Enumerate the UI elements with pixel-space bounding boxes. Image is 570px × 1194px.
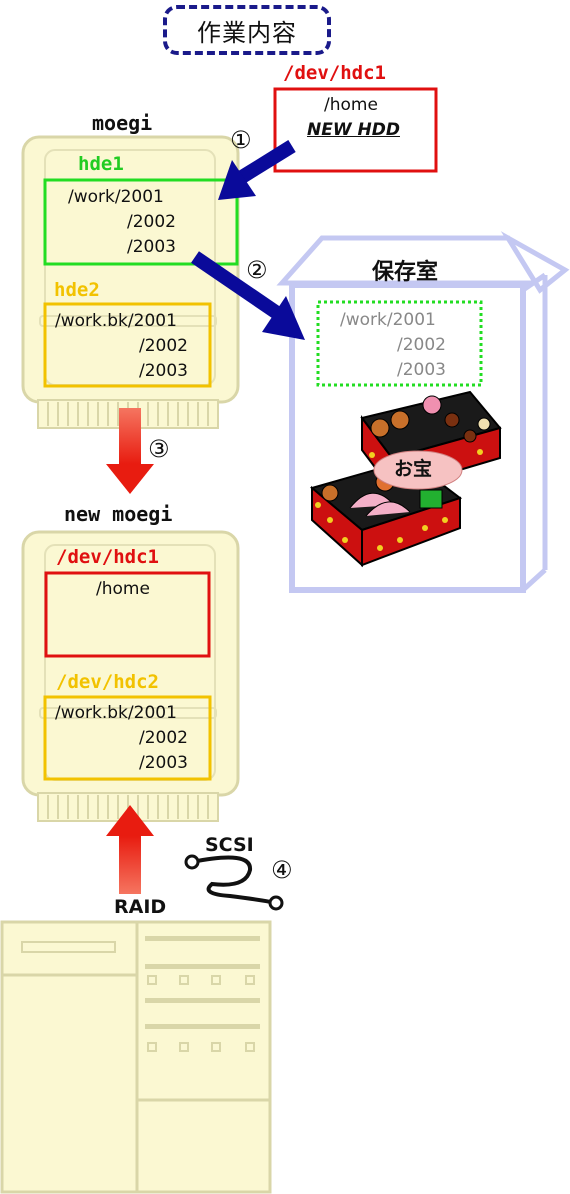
hdc1-box	[44, 571, 211, 658]
step-1-label: ①	[230, 126, 252, 154]
step-2-label: ②	[246, 256, 268, 284]
hde2-line: /work.bk/2001	[55, 311, 177, 331]
step-3-label: ③	[148, 435, 170, 463]
storage-line: /work/2001	[340, 310, 436, 330]
storage-line: /2003	[397, 360, 446, 380]
storage-line: /2002	[397, 335, 446, 355]
hdc2-label: /dev/hdc2	[56, 671, 159, 693]
storage-title: 保存室	[372, 260, 439, 285]
hdc2-line: /2002	[139, 728, 188, 748]
treasure-box-icon	[309, 390, 502, 568]
new-hdd-box	[273, 87, 438, 173]
hdc2-line: /work.bk/2001	[55, 703, 177, 723]
hdc2-box	[43, 695, 212, 781]
treasure-label: お宝	[394, 458, 433, 480]
hde2-line: /2003	[139, 361, 188, 381]
hde1-line: /2003	[127, 237, 176, 257]
scsi-label: SCSI	[205, 834, 254, 856]
new-hdd-device-label: /dev/hdc1	[283, 62, 386, 84]
hde1-label: hde1	[78, 153, 124, 175]
hde2-box	[43, 302, 212, 388]
hde1-line: /2002	[127, 212, 176, 232]
hde1-box	[43, 178, 239, 266]
page-title: 作業内容	[163, 5, 331, 55]
arrow-step-3	[106, 408, 154, 494]
raid-enclosure	[0, 920, 272, 1194]
arrow-raid	[106, 805, 154, 894]
moegi-name: moegi	[92, 111, 153, 135]
arrow-step-1	[218, 140, 296, 200]
new-hdd-path: /home	[324, 95, 378, 115]
hdc1-line: /home	[96, 579, 150, 599]
step-4-label: ④	[271, 856, 293, 884]
new-moegi-name: new moegi	[64, 502, 173, 526]
hde2-line: /2002	[139, 336, 188, 356]
new-moegi-server	[21, 530, 240, 822]
moegi-server	[21, 135, 240, 429]
storage-backup-box	[316, 300, 483, 387]
raid-label: RAID	[114, 896, 167, 918]
hde1-line: /work/2001	[68, 187, 164, 207]
scsi-cable-icon	[184, 854, 284, 911]
hdc1-label: /dev/hdc1	[56, 546, 159, 568]
hde2-label: hde2	[54, 279, 100, 301]
hdc2-line: /2003	[139, 753, 188, 773]
arrow-step-2	[191, 251, 305, 340]
new-hdd-label: NEW HDD	[307, 120, 400, 140]
